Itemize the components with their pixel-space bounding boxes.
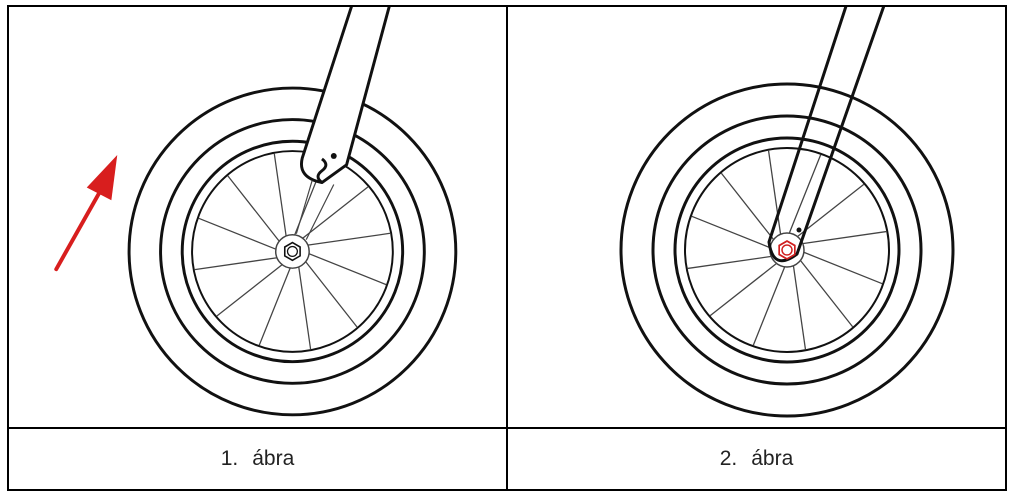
axle xyxy=(286,245,298,258)
fork-hole xyxy=(330,153,337,159)
fork xyxy=(295,7,391,240)
spoke xyxy=(306,232,391,246)
fork xyxy=(767,7,886,263)
spoke xyxy=(307,252,387,286)
figure-2-image-cell xyxy=(506,5,1007,429)
spoke xyxy=(304,260,358,328)
figure-table: 1. ábra 2. ábra xyxy=(7,5,1007,491)
axle-nut xyxy=(283,241,301,262)
arrow-head xyxy=(86,154,118,201)
direction-arrow xyxy=(54,154,118,272)
figure-2-caption-text: ábra xyxy=(751,447,794,470)
figure-2-caption: 2. ábra xyxy=(506,427,1007,491)
rim-inner xyxy=(684,147,890,353)
tire-inner xyxy=(159,118,426,385)
arrow-shaft xyxy=(54,190,102,272)
fork-hole xyxy=(796,227,802,233)
spoke xyxy=(297,265,312,350)
rim-outer xyxy=(673,136,901,364)
dropout-slot xyxy=(316,157,328,184)
spoke xyxy=(301,186,369,240)
rim-inner xyxy=(191,150,394,353)
rim-outer xyxy=(180,139,405,364)
spoke xyxy=(802,251,883,285)
wheel-2 xyxy=(619,7,955,418)
fork-blade xyxy=(300,7,391,185)
spokes xyxy=(687,150,887,350)
spoke xyxy=(720,172,775,241)
tire-outer xyxy=(127,86,458,417)
spoke xyxy=(258,266,292,346)
axle-nut-highlight xyxy=(778,240,796,260)
spoke xyxy=(796,183,865,238)
tire-outer xyxy=(619,82,955,418)
spoke xyxy=(792,264,807,350)
tire-inner xyxy=(651,114,923,386)
fork-blade xyxy=(767,7,886,263)
wheel-1 xyxy=(127,7,458,417)
spoke xyxy=(767,150,782,236)
spoke xyxy=(799,259,854,328)
guide-line xyxy=(305,184,335,240)
spoke xyxy=(752,265,786,346)
figure-1-caption-text: ábra xyxy=(252,447,295,470)
figure-1-illustration xyxy=(54,7,458,417)
spoke xyxy=(216,263,284,317)
spoke xyxy=(801,230,887,245)
spoke xyxy=(227,175,281,243)
spoke xyxy=(691,215,772,249)
spoke xyxy=(709,262,778,317)
axle-highlight xyxy=(781,244,793,256)
figure-2-illustration xyxy=(619,7,955,418)
guide-line xyxy=(295,180,313,234)
spoke xyxy=(194,256,279,271)
spoke xyxy=(788,154,822,235)
spoke xyxy=(273,153,287,238)
figure-1-caption: 1. ábra xyxy=(7,427,508,491)
spoke xyxy=(687,255,773,270)
spoke xyxy=(198,217,278,251)
figure-1-image-cell xyxy=(7,5,508,429)
figure-1-number: 1. xyxy=(220,447,239,470)
figure-2-number: 2. xyxy=(719,447,738,470)
spokes xyxy=(194,153,391,350)
